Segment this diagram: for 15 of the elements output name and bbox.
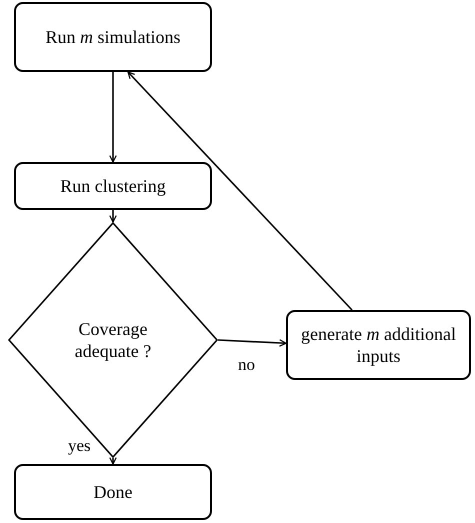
arrow — [109, 72, 117, 163]
arrow — [218, 339, 287, 347]
decision-text: Coverage adequate ? — [74, 318, 152, 362]
process-box — [14, 464, 212, 520]
step-text: Run clustering — [60, 174, 166, 198]
arrow — [109, 210, 117, 223]
step-text: Run m simulations — [45, 26, 181, 48]
step-text: Done — [94, 480, 132, 504]
arrow — [109, 457, 117, 465]
decision-diamond — [8, 222, 218, 458]
process-box — [14, 162, 212, 210]
arrow — [127, 71, 353, 311]
process-box — [14, 2, 212, 72]
process-box — [286, 310, 471, 380]
step-text: generate m additional inputs — [300, 322, 457, 368]
